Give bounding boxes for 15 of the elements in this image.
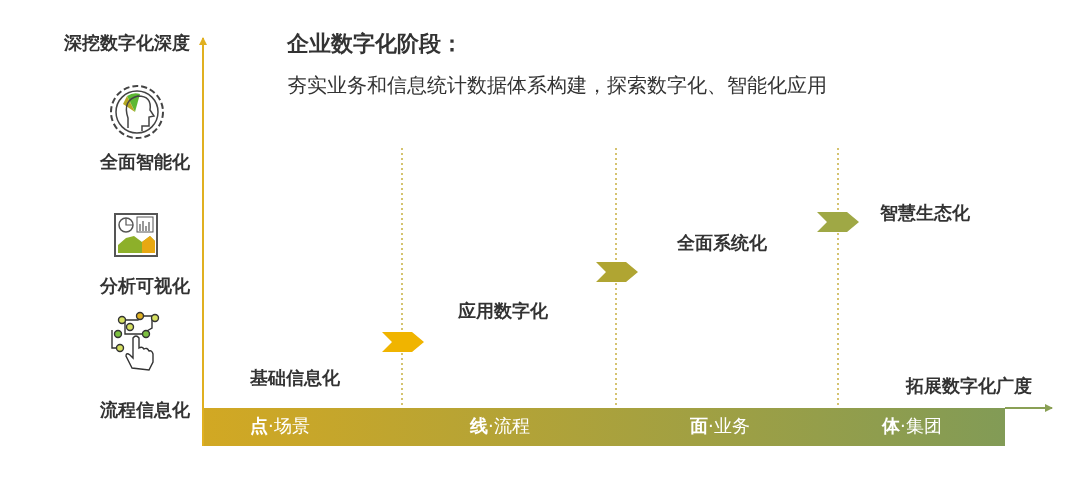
axis-label: 深挖数字化深度 xyxy=(64,33,190,53)
stage-label: 应用数字化 xyxy=(458,301,548,321)
band-label: 线·流程 xyxy=(470,416,530,436)
level-label: 分析可视化 xyxy=(100,276,190,296)
subtitle-text: 夯实业务和信息统计数据体系构建，探索数字化、智能化应用 xyxy=(287,74,827,96)
band-label: 点·场景 xyxy=(250,416,310,436)
axis-label: 拓展数字化广度 xyxy=(906,376,1032,396)
level-label: 流程信息化 xyxy=(100,400,190,420)
level-label: 全面智能化 xyxy=(100,152,190,172)
band-label: 体·集团 xyxy=(882,416,942,436)
stage-label: 智慧生态化 xyxy=(880,203,970,223)
stage-label: 基础信息化 xyxy=(250,368,340,388)
stage-label: 全面系统化 xyxy=(677,233,767,253)
title-text: 企业数字化阶段： xyxy=(287,32,463,57)
band-label: 面·业务 xyxy=(690,416,750,436)
